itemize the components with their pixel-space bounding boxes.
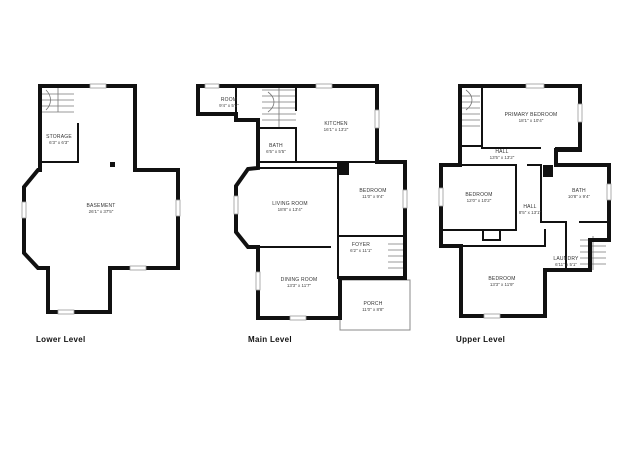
main-room-label: ROOM (221, 97, 237, 103)
upper-laundry-dims: 6'11" x 5'1" (555, 262, 577, 267)
main-kitchen-dims: 16'1" x 13'2" (324, 127, 349, 132)
upper-hall-label: HALL (523, 204, 536, 210)
lower-chimney (110, 162, 115, 167)
upper-outer-wall (439, 84, 611, 318)
upper-hall-top-dims: 13'5" x 13'2" (490, 155, 515, 160)
upper-primary-dims: 18'1" x 10'4" (519, 118, 544, 123)
upper-bedroom2-label: BEDROOM (488, 276, 515, 282)
lower-basement-dims: 26'1" x 37'5" (89, 209, 114, 214)
main-bedroom-dims: 11'0" x 9'4" (362, 194, 384, 199)
main-bedroom-label: BEDROOM (359, 188, 386, 194)
upper-level-plan: PRIMARY BEDROOM 18'1" x 10'4" HALL 13'5"… (438, 83, 612, 319)
main-dining-label: DINING ROOM (281, 277, 318, 283)
main-living-label: LIVING ROOM (272, 201, 308, 207)
upper-level-title: Upper Level (456, 335, 506, 344)
main-level-plan: ROOM 9'4" x 5'1" KITCHEN 16'1" x 13'2" B… (196, 83, 411, 331)
main-level-title: Main Level (248, 335, 292, 344)
main-dining-dims: 13'3" x 11'7" (287, 283, 312, 288)
main-porch-dims: 11'0" x 8'8" (362, 307, 384, 312)
upper-laundry-label: LAUNDRY (553, 256, 579, 262)
lower-stairs (42, 88, 74, 113)
lower-basement-label: BASEMENT (86, 203, 115, 209)
main-bath-label: BATH (269, 143, 283, 149)
upper-hall-dims: 8'5" x 13'1" (519, 210, 542, 215)
upper-primary-label: PRIMARY BEDROOM (505, 112, 558, 118)
upper-bath-dims: 10'8" x 9'4" (568, 194, 591, 199)
lower-level-plan: STORAGE 6'3" x 6'3" BASEMENT 26'1" x 37'… (21, 83, 181, 315)
upper-chimney (543, 165, 553, 177)
main-kitchen-label: KITCHEN (324, 121, 348, 127)
upper-bedroom1-dims: 12'0" x 10'2" (467, 198, 492, 203)
main-porch-label: PORCH (363, 301, 382, 307)
main-foyer-dims: 6'2" x 11'1" (350, 248, 372, 253)
lower-storage-label: STORAGE (46, 134, 72, 140)
upper-hall-top-label: HALL (495, 149, 508, 155)
lower-storage-dims: 6'3" x 6'3" (49, 140, 69, 145)
main-room-dims: 9'4" x 5'1" (219, 103, 239, 108)
lower-outer-wall (22, 84, 180, 314)
main-outer-wall (196, 84, 407, 320)
main-foyer-label: FOYER (352, 242, 370, 248)
upper-bath-label: BATH (572, 188, 586, 194)
lower-level-title: Lower Level (36, 335, 86, 344)
main-stairs (262, 88, 404, 269)
upper-bedroom1-label: BEDROOM (465, 192, 492, 198)
main-chimney (339, 163, 349, 175)
main-bath-dims: 6'5" x 5'5" (266, 149, 286, 154)
main-living-dims: 18'8" x 13'4" (278, 207, 303, 212)
upper-bedroom2-dims: 13'3" x 11'9" (490, 282, 515, 287)
